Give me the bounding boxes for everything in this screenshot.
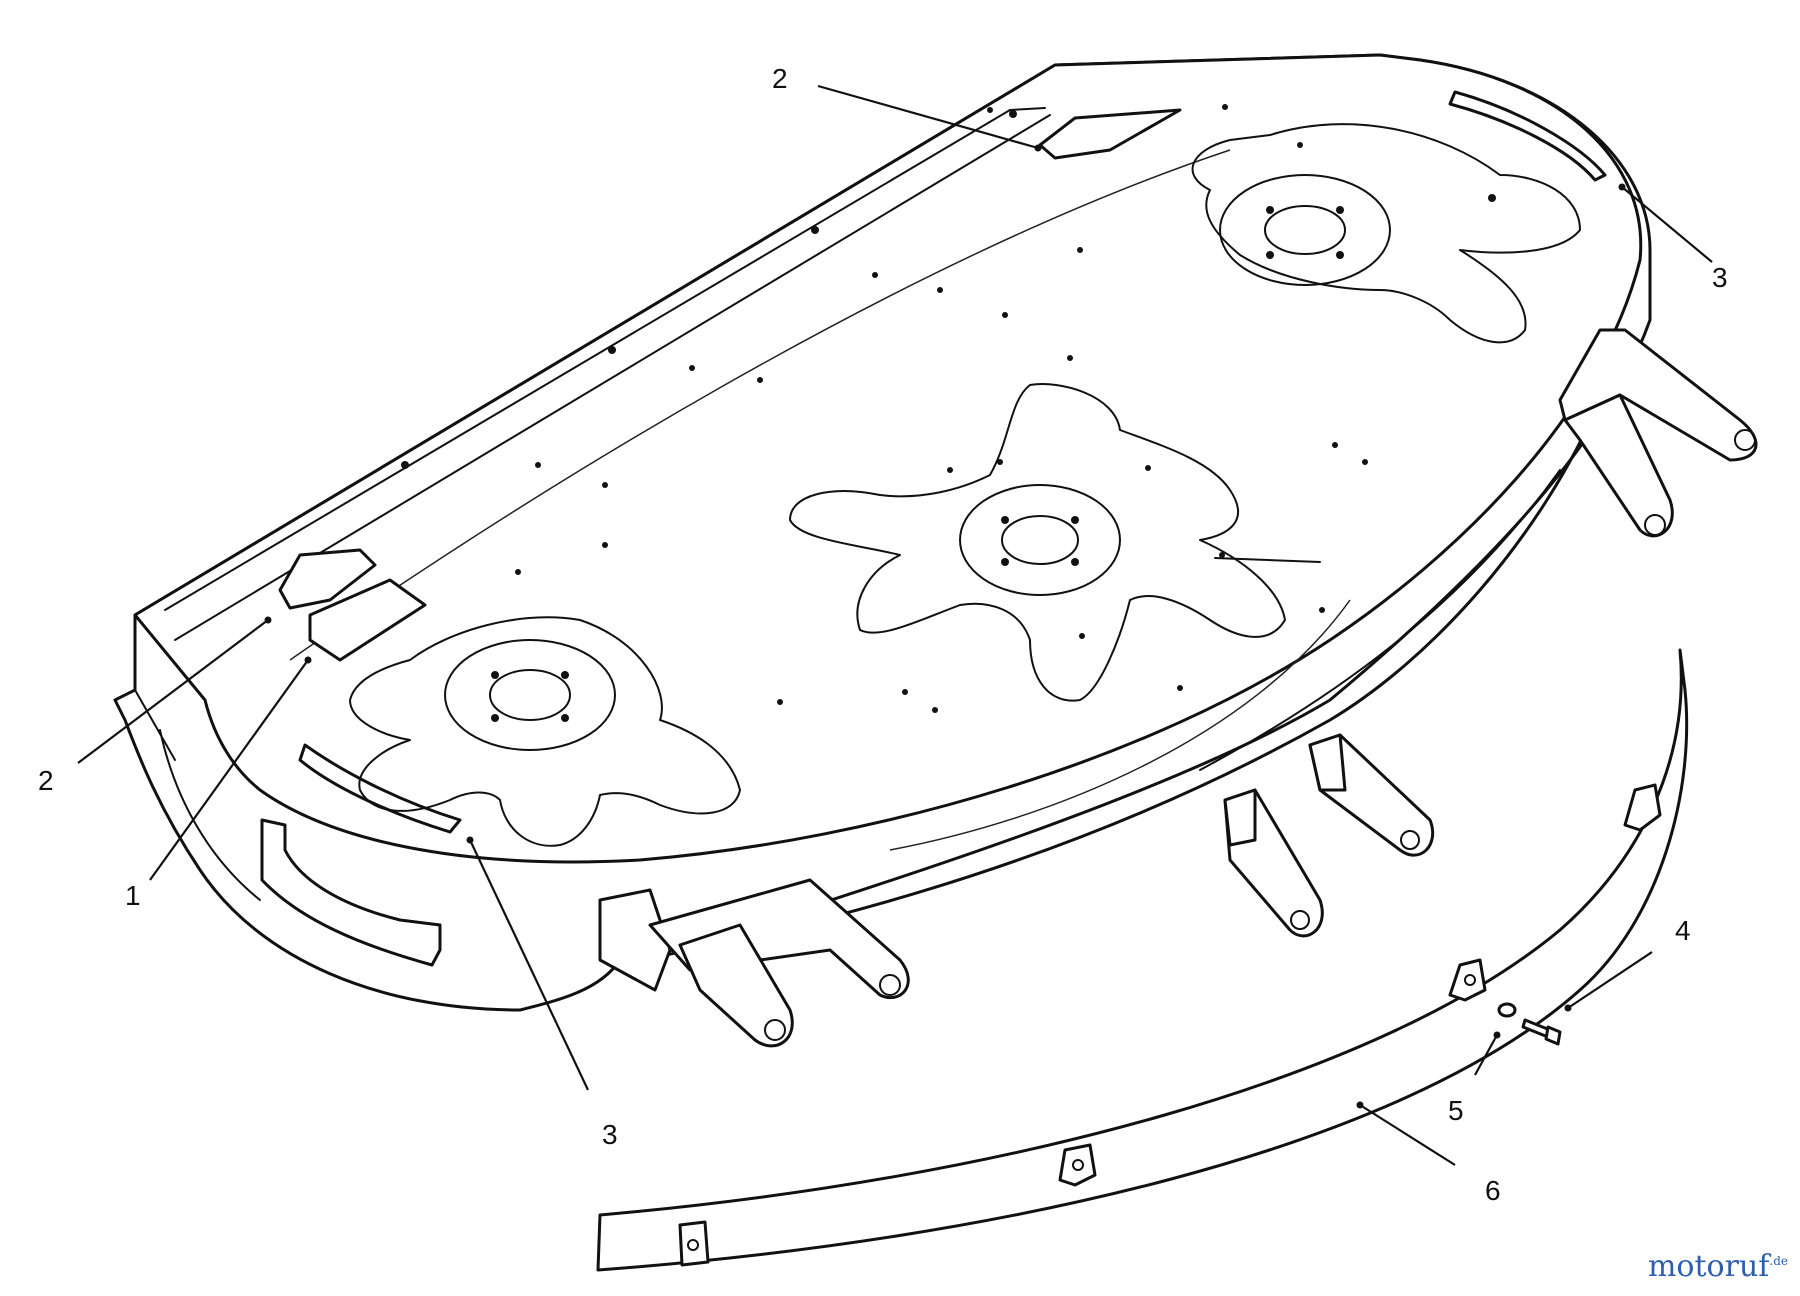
hanger-bracket-left xyxy=(598,878,910,1048)
watermark-logo: motoruf.de xyxy=(1648,1249,1788,1284)
callout-4: 4 xyxy=(1675,915,1691,946)
nut-and-bolt xyxy=(1497,1002,1562,1046)
callout-1: 1 xyxy=(125,880,141,911)
spindle-mount-center xyxy=(789,383,1321,702)
baffle-strip xyxy=(298,90,1607,834)
callout-2-left: 2 xyxy=(38,765,54,796)
spindle-mount-right xyxy=(1191,123,1581,344)
leader-lines xyxy=(77,84,1713,1166)
front-bumper-strip xyxy=(596,648,1689,1272)
mower-deck-housing xyxy=(113,53,1652,1012)
top-decal-plate xyxy=(1038,108,1182,160)
callout-6: 6 xyxy=(1485,1175,1501,1206)
callout-5: 5 xyxy=(1448,1095,1464,1126)
watermark-text: motoruf xyxy=(1647,1249,1770,1284)
watermark-suffix: .de xyxy=(1769,1254,1788,1268)
spindle-mount-left xyxy=(349,616,741,847)
deflector-plate xyxy=(278,548,427,662)
mounting-holes xyxy=(515,104,1368,713)
callout-labels: 2 3 2 1 3 4 5 6 xyxy=(38,63,1728,1206)
hanger-bracket-right xyxy=(1558,328,1758,538)
callout-3-right: 3 xyxy=(1712,262,1728,293)
hanger-bracket-front-b xyxy=(1223,788,1324,938)
hanger-bracket-front-a xyxy=(1308,733,1435,857)
callout-2-top: 2 xyxy=(772,63,788,94)
callout-3-bottom: 3 xyxy=(602,1119,618,1150)
